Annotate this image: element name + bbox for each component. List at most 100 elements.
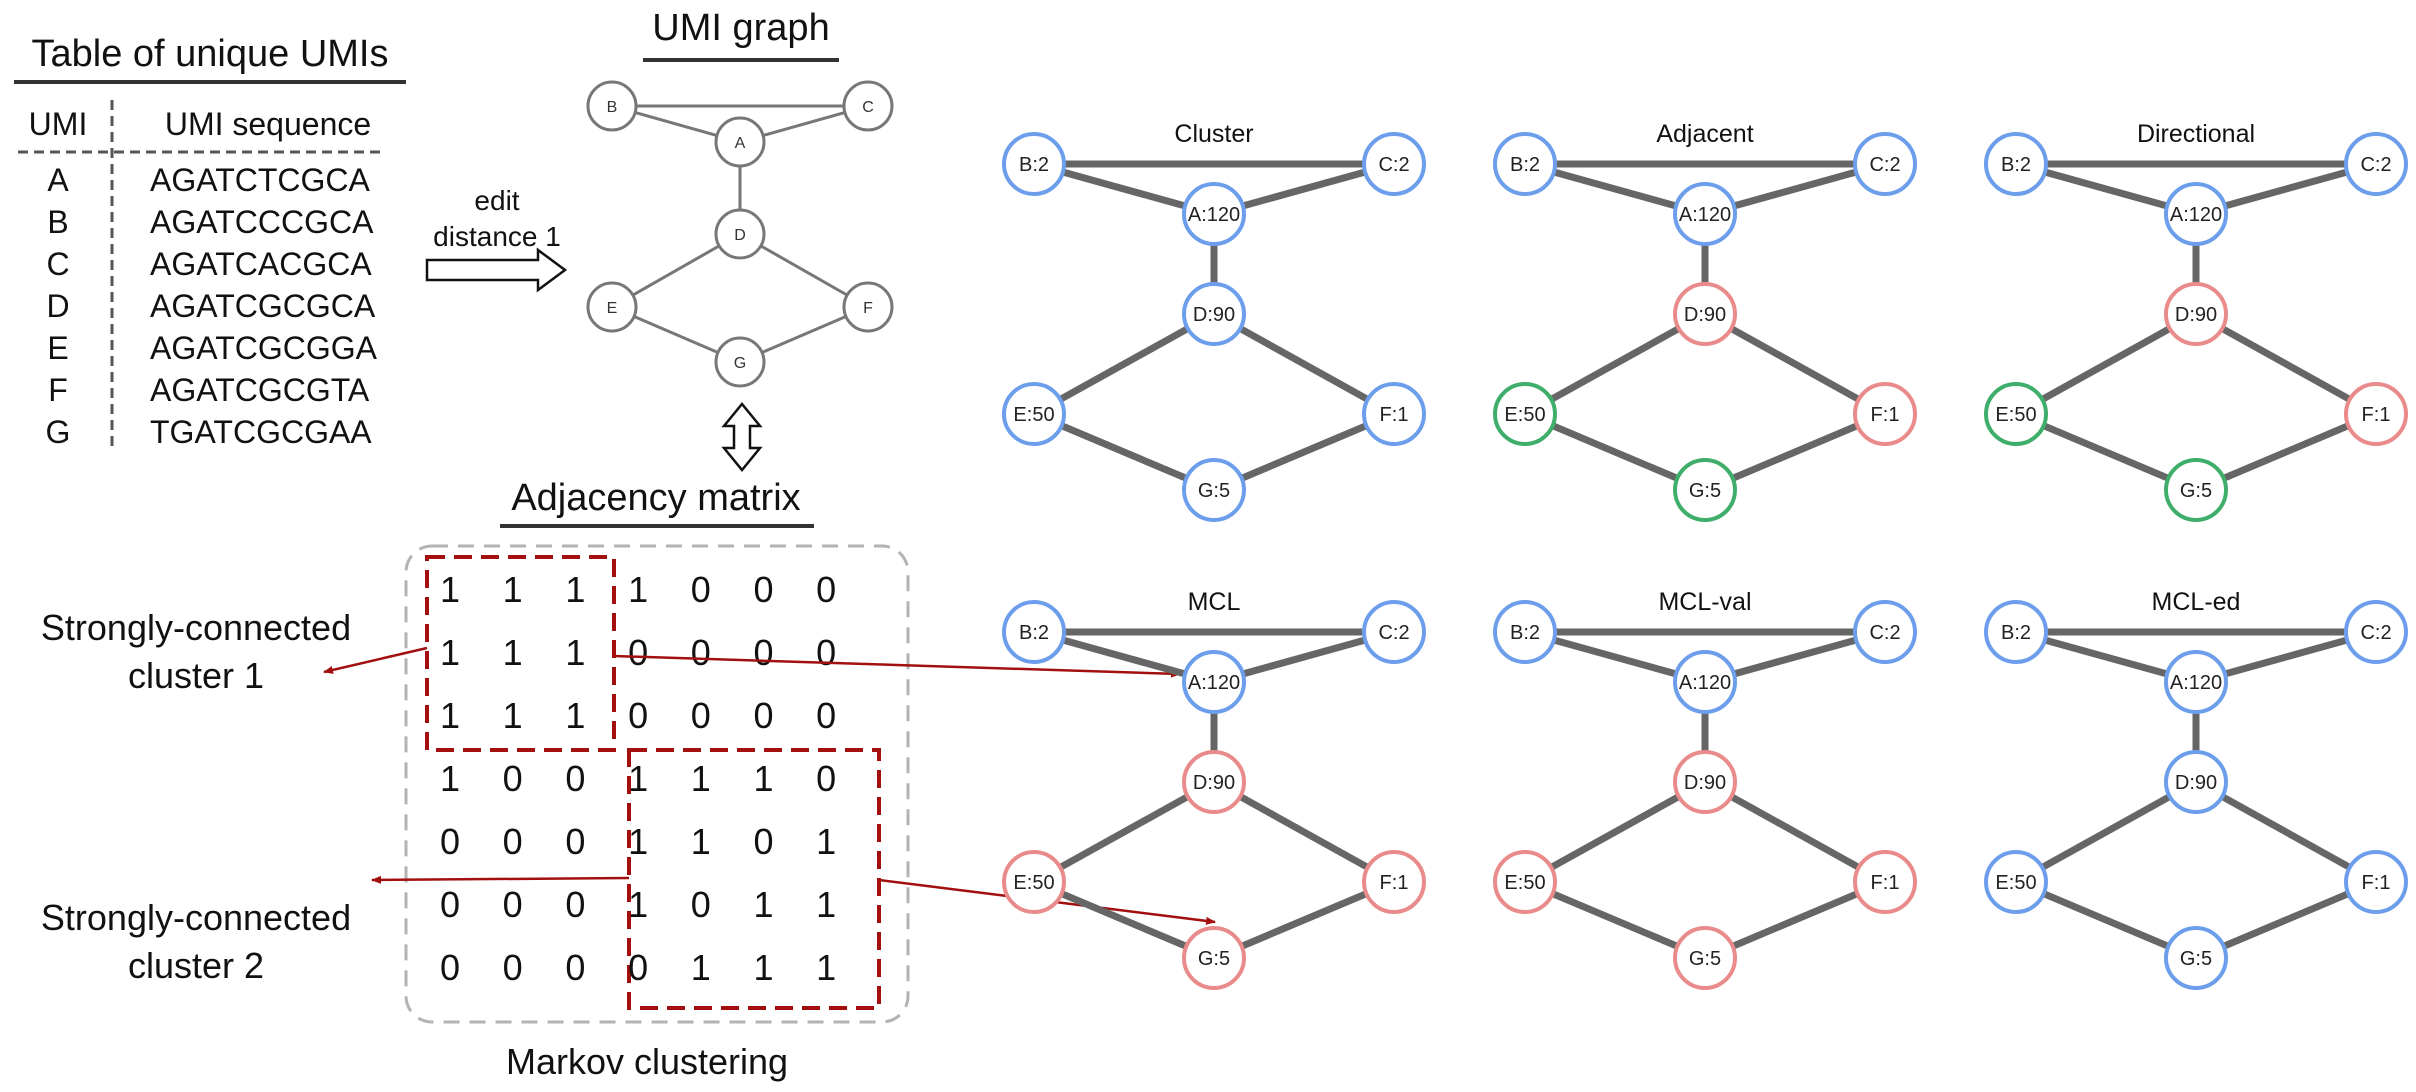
matrix-cell: 1 (565, 569, 585, 610)
method-graph-edge (2194, 310, 2378, 418)
method-graph-node-label: D:90 (1684, 772, 1726, 794)
method-graph-node-label: F:1 (2362, 404, 2391, 426)
matrix-cell: 0 (565, 947, 585, 988)
method-graph-node-circle (1493, 600, 1557, 664)
method-graph-node-label: E:50 (1995, 872, 2036, 894)
umi-sequence-cell: TGATCGCGAA (150, 414, 372, 450)
umi-graph-node: E (586, 281, 638, 333)
matrix-cell: 0 (691, 632, 711, 673)
method-graph-edge (2194, 878, 2378, 962)
method-graph-node: A:120 (1673, 650, 1737, 714)
umi-sequence-cell: AGATCGCGGA (150, 330, 378, 366)
umi-id-cell: A (47, 162, 69, 198)
matrix-cell: 1 (691, 821, 711, 862)
method-graph-node-label: C:2 (2360, 622, 2391, 644)
adjacency-matrix-title: Adjacency matrix (511, 477, 800, 519)
method-graph-node: B:2 (1002, 600, 1066, 664)
method-graph-node-circle (2344, 132, 2408, 196)
umi-sequence-cell: AGATCACGCA (150, 246, 372, 282)
method-graph-node: D:90 (2164, 750, 2228, 814)
method-graph-edge (2014, 310, 2198, 418)
matrix-cell: 1 (753, 758, 773, 799)
method-graph-node-label: C:2 (1869, 622, 1900, 644)
umi-graph-title: UMI graph (652, 7, 829, 49)
method-graph-edge (1703, 310, 1887, 418)
method-graph-node-label: C:2 (2360, 154, 2391, 176)
cluster-2-to-label-arrow (371, 875, 630, 884)
umi-graph-node: F (842, 281, 894, 333)
method-graph-node-circle (1853, 382, 1917, 446)
cluster-2-box (627, 748, 881, 1010)
umi-table-title: Table of unique UMIs (32, 33, 389, 75)
matrix-cell: 0 (691, 695, 711, 736)
method-title: MCL (1188, 588, 1241, 616)
method-graph-node: C:2 (2344, 132, 2408, 196)
method-graph-edge (1523, 410, 1707, 494)
method-graph-node-circle (1984, 600, 2048, 664)
umi-graph-node-label: A (735, 135, 746, 152)
matrix-cell: 1 (816, 821, 836, 862)
matrix-cell: 0 (691, 884, 711, 925)
method-graph-node: G:5 (2164, 926, 2228, 990)
umi-sequence-cell: AGATCCCGCA (150, 204, 374, 240)
method-graph-node-label: G:5 (2180, 948, 2212, 970)
method-graph-node-circle (1493, 132, 1557, 196)
matrix-cell: 0 (503, 884, 523, 925)
method-graph-node: A:120 (1673, 182, 1737, 246)
method-graph-node-label: A:120 (1679, 672, 1731, 694)
method-graph-node-label: D:90 (1193, 772, 1235, 794)
matrix-cell: 0 (816, 632, 836, 673)
method-graph-edge (1703, 410, 1887, 494)
method-graph-node-label: C:2 (1378, 154, 1409, 176)
method-graph-node: A:120 (1182, 182, 1246, 246)
matrix-cell: 1 (440, 695, 460, 736)
method-graph-node-circle (1182, 182, 1246, 246)
matrix-cell: 0 (440, 947, 460, 988)
edit-distance-label-line2: distance 1 (433, 221, 561, 252)
method-graph-node: E:50 (1002, 850, 1066, 914)
matrix-cell: 0 (691, 569, 711, 610)
method-graph-edge (2194, 410, 2378, 494)
method-graph-node-circle (2164, 750, 2228, 814)
method-graph-node-circle (1673, 750, 1737, 814)
method-graph-edge (1212, 410, 1396, 494)
matrix-cell: 0 (565, 758, 585, 799)
method-graph-node-circle (1362, 132, 1426, 196)
method-graph-node-label: B:2 (2001, 154, 2031, 176)
matrix-cell: 1 (565, 632, 585, 673)
umi-graph-node: C (842, 80, 894, 132)
method-graph-node: D:90 (1673, 750, 1737, 814)
method-graph-node-circle (1182, 458, 1246, 522)
umi-graph-node-circle (586, 80, 638, 132)
method-graph-node: A:120 (1182, 650, 1246, 714)
method-graph-edge (1703, 878, 1887, 962)
method-graph-node-label: E:50 (1504, 404, 1545, 426)
method-graph-node-circle (2164, 458, 2228, 522)
method-title: Directional (2137, 120, 2255, 148)
method-graph-node-circle (1362, 850, 1426, 914)
method-graph-node: B:2 (1493, 600, 1557, 664)
method-graph-node-circle (1984, 850, 2048, 914)
edit-distance-label-line1: edit (474, 185, 519, 216)
matrix-cell: 0 (628, 695, 648, 736)
method-graph-node-label: B:2 (2001, 622, 2031, 644)
umi-graph-node-label: E (607, 300, 618, 317)
matrix-cell: 0 (503, 821, 523, 862)
method-graph-node: G:5 (2164, 458, 2228, 522)
method-graph-edge (1032, 410, 1216, 494)
matrix-cell: 1 (628, 758, 648, 799)
method-title: MCL-val (1658, 588, 1751, 616)
method-graph-edge (1523, 310, 1707, 418)
matrix-cell: 1 (753, 947, 773, 988)
method-graph-node: F:1 (2344, 850, 2408, 914)
umi-graph-node-label: C (862, 99, 874, 116)
matrix-cell: 0 (440, 884, 460, 925)
method-graph-node-label: B:2 (1510, 622, 1540, 644)
method-graph-node-circle (1002, 850, 1066, 914)
hollow-right-arrow (425, 247, 568, 293)
method-graph-node-label: G:5 (1198, 948, 1230, 970)
